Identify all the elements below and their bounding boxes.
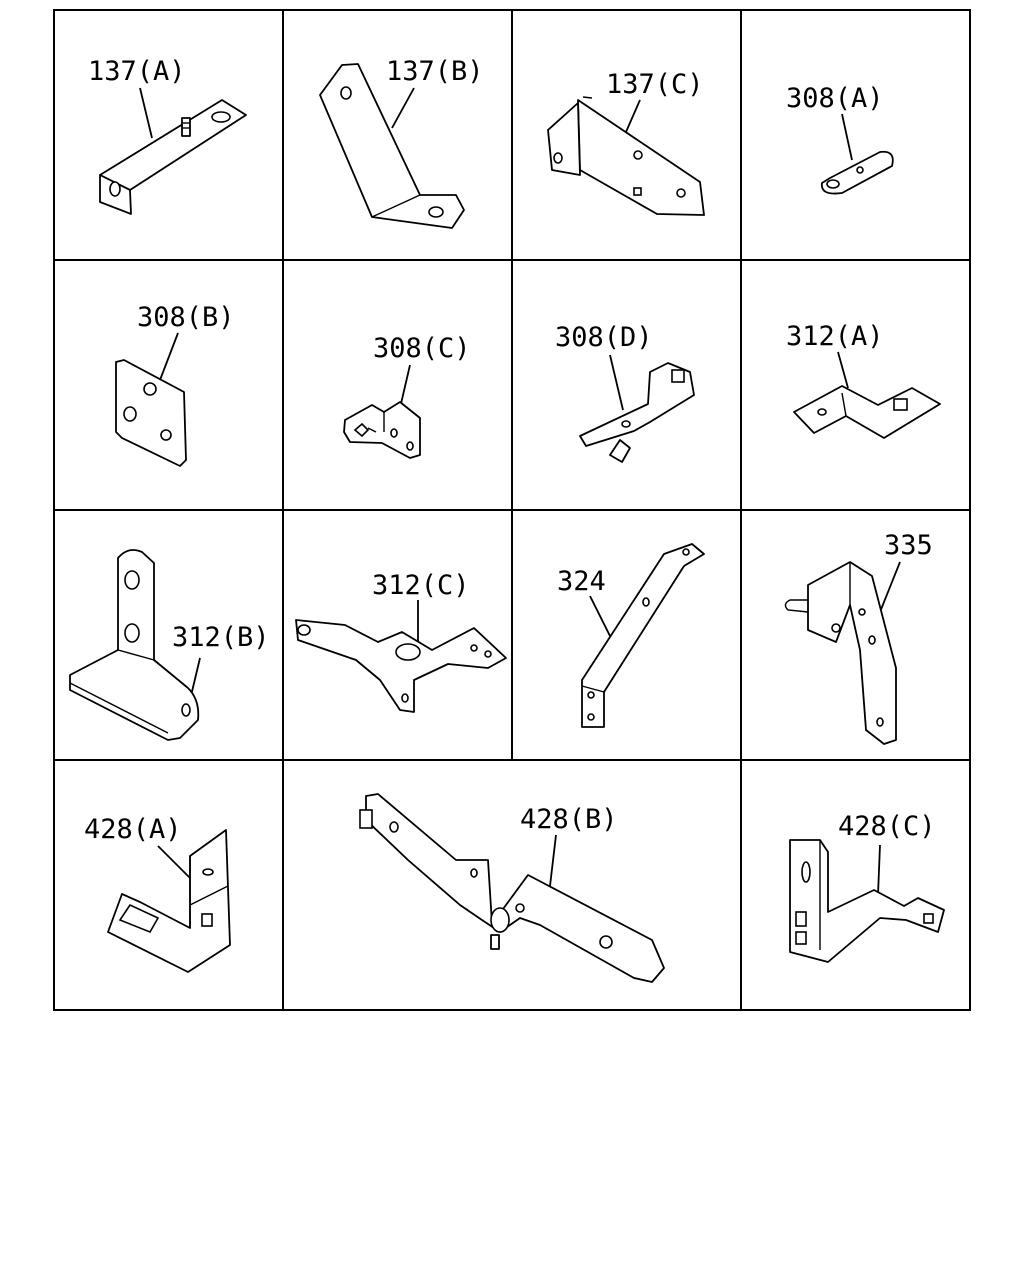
part-308c: 308(C) (343, 333, 471, 459)
part-312c: 312(C) (295, 570, 507, 713)
part-137a: 137(A) (88, 56, 247, 215)
part-label-308c: 308(C) (373, 333, 471, 364)
part-label-335: 335 (884, 530, 933, 561)
part-428c: 428(C) (789, 811, 945, 963)
part-label-324: 324 (557, 566, 606, 597)
part-308a: 308(A) (786, 83, 894, 195)
part-324: 324 (557, 543, 705, 728)
part-label-308a: 308(A) (786, 83, 884, 114)
part-label-137a: 137(A) (88, 56, 186, 87)
part-312a: 312(A) (786, 321, 941, 439)
part-label-428a: 428(A) (84, 814, 182, 845)
part-label-312c: 312(C) (372, 570, 470, 601)
part-label-428c: 428(C) (838, 811, 936, 842)
part-312b: 312(B) (69, 549, 270, 741)
grid-frame (53, 9, 971, 1011)
part-335: 335 (784, 530, 933, 745)
part-308d: 308(D) (555, 322, 695, 463)
part-428a: 428(A) (84, 814, 231, 973)
part-label-428b: 428(B) (520, 804, 618, 835)
part-label-308d: 308(D) (555, 322, 653, 353)
part-428b: 428(B) (359, 793, 665, 983)
part-label-137b: 137(B) (386, 56, 484, 87)
part-137c: 137(C) (547, 69, 705, 216)
part-label-308b: 308(B) (137, 302, 235, 333)
part-label-312b: 312(B) (172, 622, 270, 653)
part-label-137c: 137(C) (606, 69, 704, 100)
part-308b: 308(B) (115, 302, 235, 467)
part-137b: 137(B) (319, 56, 484, 229)
part-label-312a: 312(A) (786, 321, 884, 352)
